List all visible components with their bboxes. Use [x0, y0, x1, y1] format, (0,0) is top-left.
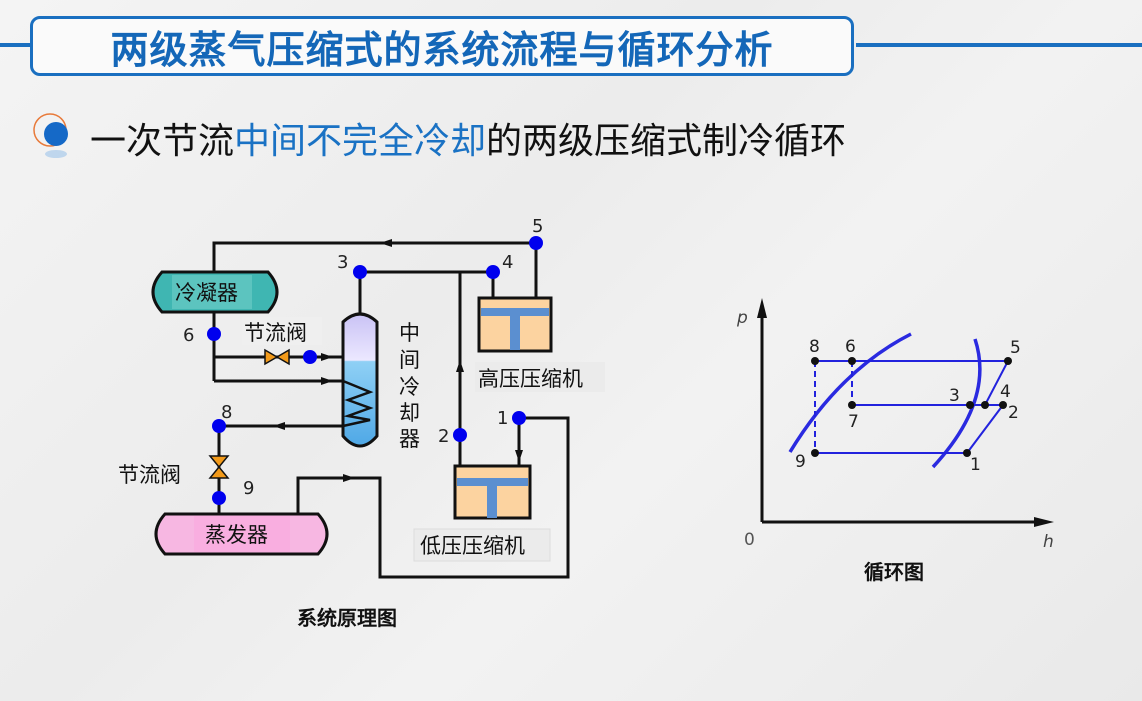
node-2: [453, 428, 467, 442]
valve-top-label: 节流阀: [244, 321, 307, 345]
intercooler-label-2: 间: [399, 348, 420, 372]
h-axis-arrow: [1034, 517, 1054, 527]
subtitle-highlight: 中间不完全冷却: [234, 121, 487, 162]
node-5: [529, 236, 543, 250]
label-node-2: 2: [438, 426, 449, 447]
evaporator: [154, 512, 329, 556]
low-compressor-label: 低压压缩机: [420, 534, 525, 558]
cycle-label-1: 1: [970, 455, 981, 475]
cycle-label-2: 2: [1008, 403, 1019, 423]
subtitle-part2: 的两级压缩式制冷循环: [486, 121, 847, 162]
node-4: [486, 265, 500, 279]
p-axis-label: p: [736, 308, 748, 328]
title-rule-left: [0, 43, 34, 47]
condenser-label: 冷凝器: [175, 281, 238, 305]
h-axis-label: h: [1043, 532, 1054, 552]
cycle-label-3: 3: [949, 386, 960, 406]
label-node-4: 4: [502, 252, 513, 273]
cycle-point-8: [811, 357, 819, 365]
cycle-label-4: 4: [1000, 382, 1011, 402]
pipe-evap-lp: [296, 416, 570, 579]
label-node-8: 8: [221, 402, 232, 423]
cycle-point-7: [848, 401, 856, 409]
pipe-5-condenser: [212, 241, 536, 272]
subtitle-part1: 一次节流: [90, 121, 235, 162]
label-node-1: 1: [497, 408, 508, 429]
throttle-valve-bottom-icon: [208, 455, 230, 479]
intercooler-label-3: 冷: [399, 375, 420, 399]
label-node-3: 3: [337, 252, 348, 273]
cycle-label-9: 9: [795, 452, 806, 472]
subtitle: 一次节流中间不完全冷却的两级压缩式制冷循环: [90, 112, 846, 164]
label-node-6: 6: [183, 325, 194, 346]
cycle-label-7: 7: [848, 412, 859, 432]
node-6: [207, 327, 221, 341]
node-3: [353, 265, 367, 279]
page-title: 两级蒸气压缩式的系统流程与循环分析: [110, 27, 774, 72]
cycle-point-6: [848, 357, 856, 365]
node-9: [212, 491, 226, 505]
saturated-liquid-curve: [788, 332, 912, 453]
cycle-label-8: 8: [809, 337, 820, 357]
condenser: [151, 270, 279, 314]
cycle-point-2: [999, 401, 1007, 409]
saturated-vapor-curve: [931, 338, 982, 469]
node-valve-out: [303, 350, 317, 364]
cycle-point-9: [811, 449, 819, 457]
high-compressor-label: 高压压缩机: [478, 367, 583, 391]
low-pressure-compressor: [453, 464, 532, 520]
evaporator-label: 蒸发器: [205, 523, 268, 547]
label-node-9: 9: [243, 478, 254, 499]
cycle-point-3: [966, 401, 974, 409]
cycle-point-4: [981, 401, 989, 409]
cycle-label-5: 5: [1010, 338, 1021, 358]
node-8: [212, 419, 226, 433]
title-box: 两级蒸气压缩式的系统流程与循环分析: [30, 16, 854, 76]
origin-label: 0: [744, 530, 755, 550]
intercooler: [341, 312, 379, 448]
high-pressure-compressor: [477, 296, 553, 353]
valve-bottom-label: 节流阀: [118, 463, 181, 487]
bullet-icon: [33, 113, 68, 158]
p-axis-arrow: [757, 298, 767, 318]
throttle-valve-top-icon: [264, 348, 290, 366]
intercooler-label-4: 却: [399, 401, 420, 425]
title-rule-right: [856, 43, 1142, 47]
schematic-caption: 系统原理图: [297, 606, 397, 630]
cycle-point-1: [963, 449, 971, 457]
label-node-5: 5: [532, 216, 543, 237]
intercooler-label-1: 中: [399, 321, 420, 345]
node-1: [512, 411, 526, 425]
cycle-point-5: [1004, 357, 1012, 365]
cycle-caption: 循环图: [864, 560, 924, 584]
intercooler-label-5: 器: [399, 427, 420, 451]
cycle-label-6: 6: [845, 337, 856, 357]
